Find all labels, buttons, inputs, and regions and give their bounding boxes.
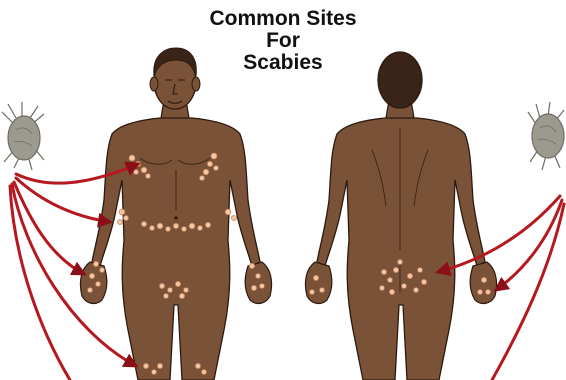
front-navel — [174, 216, 177, 219]
arrow-right-edge — [492, 204, 564, 380]
right-arrows — [438, 196, 564, 380]
back-left-hand — [305, 262, 331, 303]
back-figure — [305, 52, 496, 380]
front-ear-right — [192, 77, 200, 91]
arrow-to-buttocks — [438, 196, 560, 272]
arrow-to-thigh — [12, 184, 136, 366]
back-head — [378, 52, 422, 108]
right-mite-icon — [528, 102, 564, 170]
front-body — [92, 118, 260, 380]
back-body — [317, 118, 485, 380]
front-figure — [80, 48, 271, 380]
left-mite-icon — [2, 102, 44, 170]
front-ear-left — [150, 77, 158, 91]
front-right-hand — [245, 262, 271, 303]
